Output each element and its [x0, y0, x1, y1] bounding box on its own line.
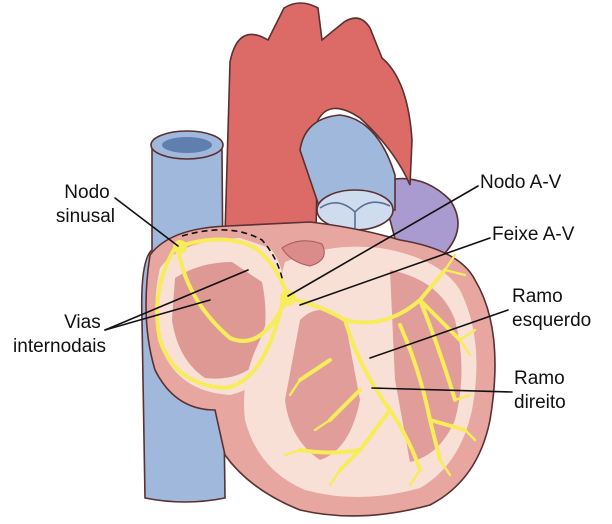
internodal-pathway-top [178, 237, 290, 298]
leader-right-branch [371, 387, 513, 393]
left-ventricle-muscle [390, 270, 462, 462]
right-ventricle-muscle [285, 310, 360, 460]
leader-sa-node [114, 197, 179, 247]
label-left-branch-line1: Ramo [512, 286, 563, 307]
label-internodal-line2: internodais [13, 336, 106, 357]
label-av-node: Nodo A-V [480, 172, 562, 193]
leader-av-node [287, 185, 479, 297]
pulmonary-valve-leaflets [319, 201, 391, 228]
leader-internodal-1 [104, 299, 211, 331]
right-bundle-branch [298, 318, 422, 472]
leader-lines [104, 185, 513, 393]
label-right-branch-line1: Ramo [514, 368, 565, 389]
label-right-branch-line2: direito [514, 392, 566, 413]
vena-cava-lumen [162, 137, 212, 153]
purkinje-fibers [283, 253, 477, 487]
label-internodal-line1: Vias [64, 312, 101, 333]
label-internodal: Vias internodais [13, 312, 106, 357]
label-sa-node-line1: Nodo [64, 182, 109, 203]
conduction-system [155, 237, 477, 487]
label-left-branch: Ramo esquerdo [512, 286, 591, 331]
left-atrium [379, 177, 459, 259]
left-bundle-branch [343, 268, 467, 462]
label-sa-node: Nodo sinusal [56, 182, 115, 227]
internodal-dashed-line [181, 229, 284, 283]
sa-node-shape [173, 240, 187, 254]
aorta [224, 2, 413, 236]
leader-internodal-2 [104, 269, 249, 331]
internodal-pathway-mid [176, 246, 288, 343]
leader-left-branch [369, 309, 509, 359]
right-atrium-muscle [172, 262, 266, 379]
leader-av-bundle [299, 237, 491, 306]
label-right-branch: Ramo direito [514, 368, 570, 413]
valve-tissue [281, 240, 325, 267]
label-av-bundle: Feixe A-V [492, 224, 575, 245]
label-sa-node-line2: sinusal [56, 206, 115, 227]
internodal-pathway-outer [155, 246, 285, 390]
pulmonary-artery [299, 114, 396, 216]
av-bundle-shape [286, 296, 347, 322]
label-left-branch-line2: esquerdo [512, 310, 591, 331]
